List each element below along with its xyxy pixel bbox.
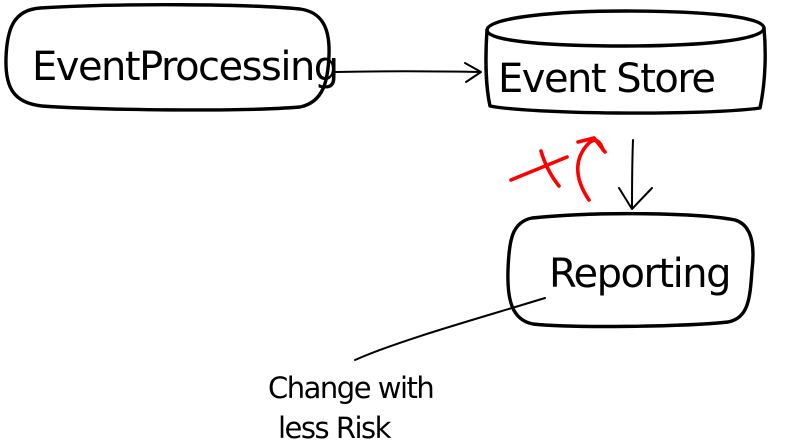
blocked-arrow-reporting-to-store (509, 136, 607, 202)
event-store-label: Event Store (498, 56, 715, 102)
annotation-line-1: Change with (268, 371, 433, 405)
node-event-processing[interactable]: EventProcessing (4, 3, 339, 112)
reporting-label: Reporting (549, 251, 730, 297)
event-store-cylinder-top (485, 9, 766, 48)
red-return-arrow (576, 138, 605, 202)
arrow-store-to-reporting (618, 139, 653, 210)
red-cross-stroke-2 (539, 149, 561, 188)
node-reporting[interactable]: Reporting (506, 211, 755, 329)
red-arrow-head (576, 136, 607, 154)
event-processing-box (4, 3, 331, 112)
event-processing-label: EventProcessing (32, 44, 338, 90)
arrow-processing-to-store (335, 62, 482, 83)
reporting-box (506, 211, 755, 329)
annotation-line-2: less Risk (278, 411, 392, 445)
event-store-cylinder-body (484, 26, 767, 115)
red-cross-stroke-1 (509, 155, 569, 182)
annotation-leader-line (354, 297, 546, 361)
node-event-store[interactable]: Event Store (484, 9, 767, 115)
